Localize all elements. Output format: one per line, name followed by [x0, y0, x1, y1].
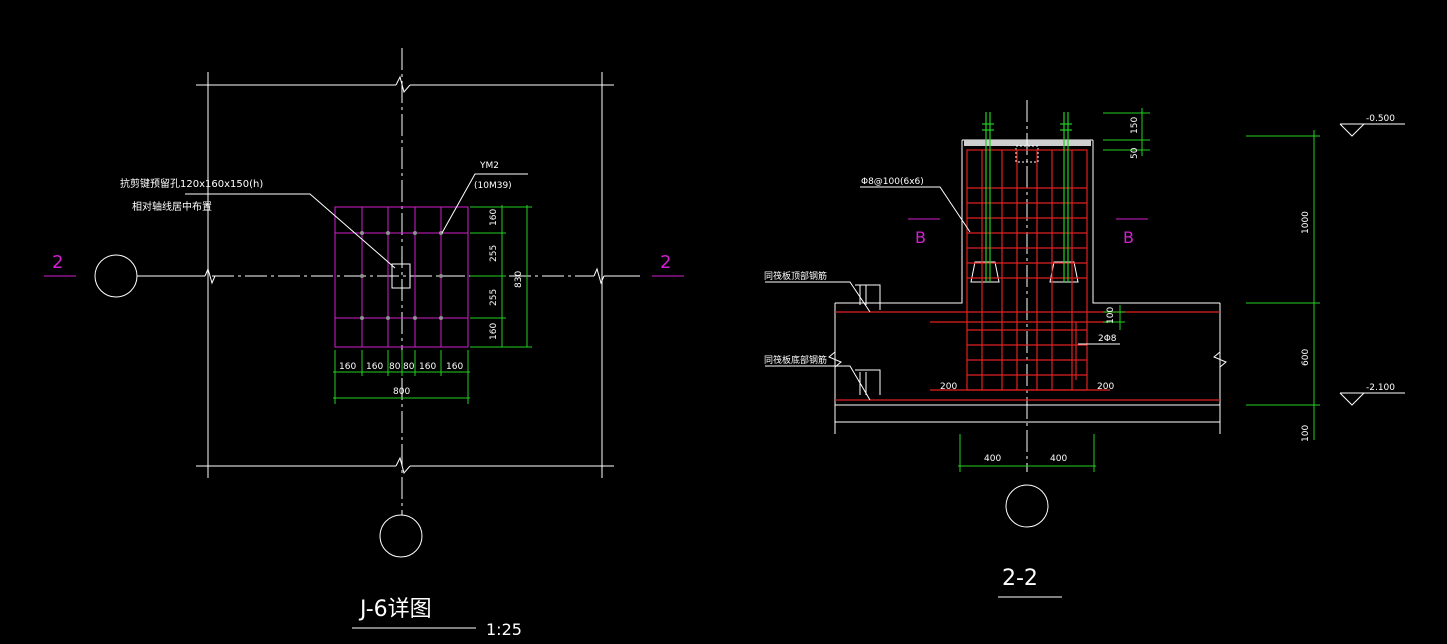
plan-dim-h-3: 80 — [403, 362, 415, 372]
section-mark-right: 2 — [660, 252, 671, 273]
dim-400-left: 400 — [984, 454, 1001, 464]
stirrup-label: Φ8@100(6x6) — [861, 177, 924, 187]
plan-dim-h-5: 160 — [446, 362, 463, 372]
plan-dim-h-4: 160 — [419, 362, 436, 372]
plan-title: J-6详图 — [358, 597, 432, 622]
bar-label: 2Φ8 — [1098, 334, 1117, 344]
plan-dim-v-0: 160 — [489, 209, 499, 226]
section-title: 2-2 — [1002, 566, 1038, 591]
dim-top-50: 50 — [1130, 147, 1140, 159]
plan-leaders — [185, 173, 528, 269]
section-mark-left: 2 — [52, 252, 63, 273]
bolt-tag-line1: YM2 — [479, 161, 499, 171]
shear-key-note-line2: 相对轴线居中布置 — [132, 200, 212, 213]
elevation-top: -0.500 — [1366, 114, 1395, 124]
elevation-marks — [1339, 123, 1405, 406]
plan-dim-h-0: 160 — [339, 362, 356, 372]
dim-1000: 1000 — [1301, 211, 1311, 234]
dim-100: 100 — [1106, 307, 1116, 324]
anchor-bolt-rods — [982, 112, 1072, 282]
elevation-bottom: -2.100 — [1366, 383, 1395, 393]
mark-b-left: B — [915, 228, 926, 247]
plan-dim-h-1: 160 — [366, 362, 383, 372]
plan-dimensions — [333, 205, 532, 404]
slab-top-label: 同筏板顶部钢筋 — [764, 270, 827, 282]
dim-200-left: 200 — [940, 382, 957, 392]
dim-400-right: 400 — [1050, 454, 1067, 464]
plan-dim-v-3: 160 — [489, 323, 499, 340]
plan-dim-v-2: 255 — [489, 289, 499, 306]
bolt-tag-line2: (10M39) — [474, 181, 512, 191]
dim-top-150: 150 — [1130, 117, 1140, 134]
shear-key-note-line1: 抗剪键预留孔120x160x150(h) — [120, 177, 263, 190]
dim-200-right: 200 — [1097, 382, 1114, 392]
plan-view — [94, 48, 640, 558]
dim-600: 600 — [1301, 349, 1311, 366]
plan-dim-h-total: 800 — [393, 387, 410, 397]
section-outline — [828, 100, 1227, 528]
plan-dim-v-total: 830 — [514, 271, 524, 288]
slab-bottom-label: 同筏板底部钢筋 — [764, 354, 827, 366]
reinforcement — [835, 149, 1220, 401]
plan-scale: 1:25 — [486, 620, 522, 639]
shear-key-hole — [391, 263, 411, 289]
mark-b-right: B — [1123, 228, 1134, 247]
section-leaders — [765, 186, 1120, 401]
section-dimensions — [958, 108, 1320, 472]
plan-dim-h-2: 80 — [389, 362, 401, 372]
dim-100-bottom: 100 — [1301, 425, 1311, 442]
plan-dim-v-1: 255 — [489, 245, 499, 262]
